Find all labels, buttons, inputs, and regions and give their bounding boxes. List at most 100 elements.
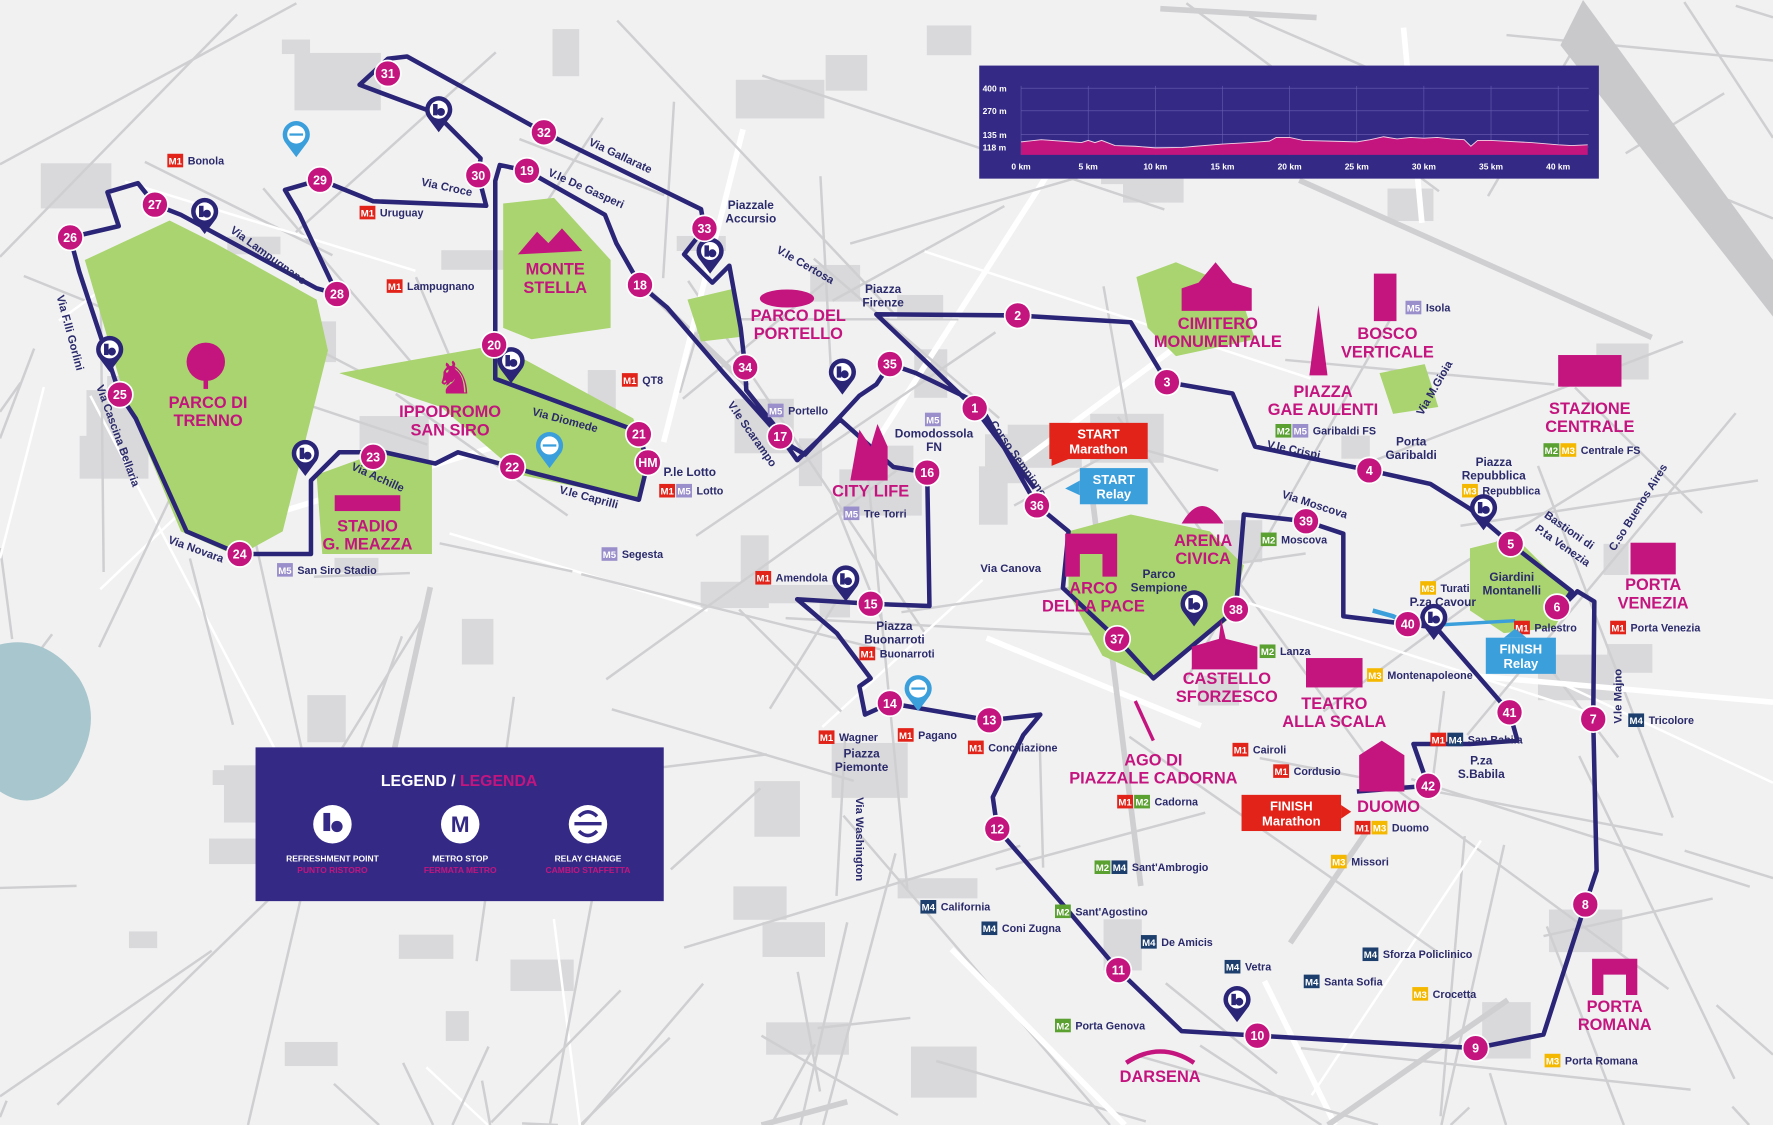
relay-connector [1433,619,1516,627]
metro-line-badge [1330,854,1347,869]
km-marker-number: HM [638,456,657,470]
metro-line-m1: M1 [820,733,834,744]
legend-item-label-it: PUNTO RISTORO [297,865,368,875]
legend-item-label: RELAY CHANGE [555,854,622,864]
road [616,19,895,315]
metro-line-m4: M4 [1305,977,1319,988]
road [1439,835,1466,1117]
landmark-label: CITY LIFE [832,482,909,500]
lake [0,642,91,801]
metro-line-m5: M5 [769,406,783,417]
metro-stop-name: Crocetta [1433,989,1478,1001]
metro-line-m5: M5 [278,566,292,577]
road [817,1016,911,1030]
km-marker-9: 9 [1461,1034,1490,1062]
road [660,128,746,443]
road [812,257,1000,419]
station-building-icon [1558,355,1622,387]
landmark-label-line: TEATRO [1301,695,1367,713]
metro-line-badge [359,205,376,220]
metro-line-m1: M1 [969,743,983,754]
km-marker-circle [141,190,169,219]
km-marker-circle [1153,368,1181,397]
road [924,250,1312,380]
metro-line-m1: M1 [1118,798,1132,809]
road [480,1080,492,1125]
landmark-label: DARSENA [1120,1068,1201,1086]
metro-stop-name: California [941,902,992,914]
chart-x-tick: 20 km [1278,162,1302,172]
road [1248,602,1604,719]
metro-stop-name: Sforza Policlinico [1383,949,1473,961]
metro-line-m2: M2 [1056,1021,1069,1032]
road [0,1100,8,1118]
place-label-line: P.za [1470,753,1493,767]
road [835,738,847,897]
metro-line-badge [277,563,293,577]
road [1543,897,1713,938]
refreshment-pin [1223,986,1251,1023]
apple-icon [202,209,211,218]
bottle-icon [323,812,331,832]
metro-line-badge [1273,764,1290,778]
metro-line-badge [601,547,618,561]
chart-x-tick: 10 km [1143,162,1167,172]
road [89,395,298,790]
metro-line-m4: M4 [922,903,936,914]
bottle-icon [1477,502,1483,514]
km-marker-number: 31 [381,67,395,81]
km-marker-circle [975,706,1004,735]
relay-bar-icon [574,821,602,826]
km-marker-number: 21 [632,428,646,442]
road [1536,465,1674,818]
metro-line-m3: M3 [1546,1057,1559,1068]
metro-line-badge [1462,483,1478,498]
place-label-line: Parco [1143,567,1176,581]
landmark-label-line: DARSENA [1120,1068,1201,1086]
building-block [307,695,346,743]
metro-stop-name: Lampugnano [407,281,475,293]
metro-stop-name: Lanza [1280,646,1311,658]
metro-line-m2: M2 [1261,647,1274,658]
km-marker-circle [498,453,527,481]
metro-icon [440,805,480,844]
metro-line-badge [924,412,941,427]
metro-line-badge [1134,794,1150,809]
metro-stop-name: San Siro Stadio [297,565,377,577]
building-block [284,1041,338,1067]
road [738,608,843,713]
city-life-towers-icon [850,423,888,481]
legend-item-label: METRO STOP [432,854,488,864]
km-marker-35: 35 [876,350,904,378]
building-block [910,1046,977,1098]
callout-text-line: Marathon [1262,813,1321,828]
km-marker-number: 5 [1507,537,1514,551]
metro-stop-name: Missori [1351,857,1389,869]
metro-line-m1: M1 [660,487,674,498]
road [1116,416,1376,768]
metro-line-badge [1362,947,1379,962]
building-block [810,264,861,302]
km-marker-6: 6 [1543,593,1571,622]
landmark-label-line: PIAZZA [1293,383,1352,401]
place-label-line: Piazza [865,282,902,296]
km-marker-24: 24 [225,540,254,568]
place-label-line: Domodossola [895,427,974,441]
km-marker-circle [480,330,508,359]
metro-line-badge [1054,904,1071,919]
metro-stop-name: Vetra [1245,962,1272,974]
place-label-line: Sempione [1131,580,1188,594]
building-block [1198,675,1239,706]
km-marker-22: 22 [498,453,527,481]
